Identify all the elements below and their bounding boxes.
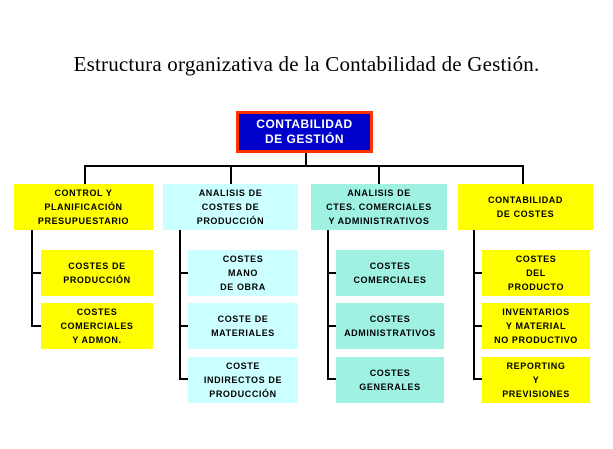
connector-stub-col1-child2 <box>31 325 42 327</box>
column-2-child-1: COSTES MANO DE OBRA <box>188 250 298 296</box>
root-node-contabilidad-de-gestion: CONTABILIDAD DE GESTIÓN <box>236 111 373 153</box>
connector-vertical-col1 <box>31 230 33 327</box>
connector-vertical-col3 <box>327 230 329 380</box>
connector-horizontal-main <box>84 165 524 167</box>
connector-stub-col4-child2 <box>473 325 483 327</box>
connector-stub-col2-child1 <box>179 272 189 274</box>
connector-stub-col1-child1 <box>31 272 42 274</box>
column-2-header: ANALISIS DE COSTES DE PRODUCCIÓN <box>163 184 298 230</box>
column-4-header: CONTABILIDAD DE COSTES <box>458 184 593 230</box>
column-1-child-2: COSTES COMERCIALES Y ADMON. <box>41 303 153 349</box>
connector-drop-col2 <box>230 166 232 184</box>
connector-stub-col3-child2 <box>327 325 337 327</box>
connector-drop-col1 <box>84 166 86 184</box>
column-3-child-1: COSTES COMERCIALES <box>336 250 444 296</box>
connector-stub-col3-child3 <box>327 378 337 380</box>
column-4-child-3: REPORTING Y PREVISIONES <box>482 357 590 403</box>
slide-title: Estructura organizativa de la Contabilid… <box>73 52 540 76</box>
column-3-header: ANALISIS DE CTES. COMERCIALES Y ADMINIST… <box>311 184 447 230</box>
column-4-child-1: COSTES DEL PRODUCTO <box>482 250 590 296</box>
connector-vertical-col2 <box>179 230 181 380</box>
connector-drop-col3 <box>378 166 380 184</box>
column-4-child-2: INVENTARIOS Y MATERIAL NO PRODUCTIVO <box>482 303 590 349</box>
connector-stub-col3-child1 <box>327 272 337 274</box>
column-2-child-3: COSTE INDIRECTOS DE PRODUCCIÓN <box>188 357 298 403</box>
connector-drop-col4 <box>522 166 524 184</box>
connector-root-stub <box>305 153 307 166</box>
connector-vertical-col4 <box>473 230 475 380</box>
column-1-header: CONTROL Y PLANIFICACIÓN PRESUPUESTARIO <box>14 184 153 230</box>
column-3-child-3: COSTES GENERALES <box>336 357 444 403</box>
column-3-child-2: COSTES ADMINISTRATIVOS <box>336 303 444 349</box>
column-1-child-1: COSTES DE PRODUCCIÓN <box>41 250 153 296</box>
connector-stub-col4-child1 <box>473 272 483 274</box>
connector-stub-col4-child3 <box>473 378 483 380</box>
connector-stub-col2-child3 <box>179 378 189 380</box>
connector-stub-col2-child2 <box>179 325 189 327</box>
column-2-child-2: COSTE DE MATERIALES <box>188 303 298 349</box>
